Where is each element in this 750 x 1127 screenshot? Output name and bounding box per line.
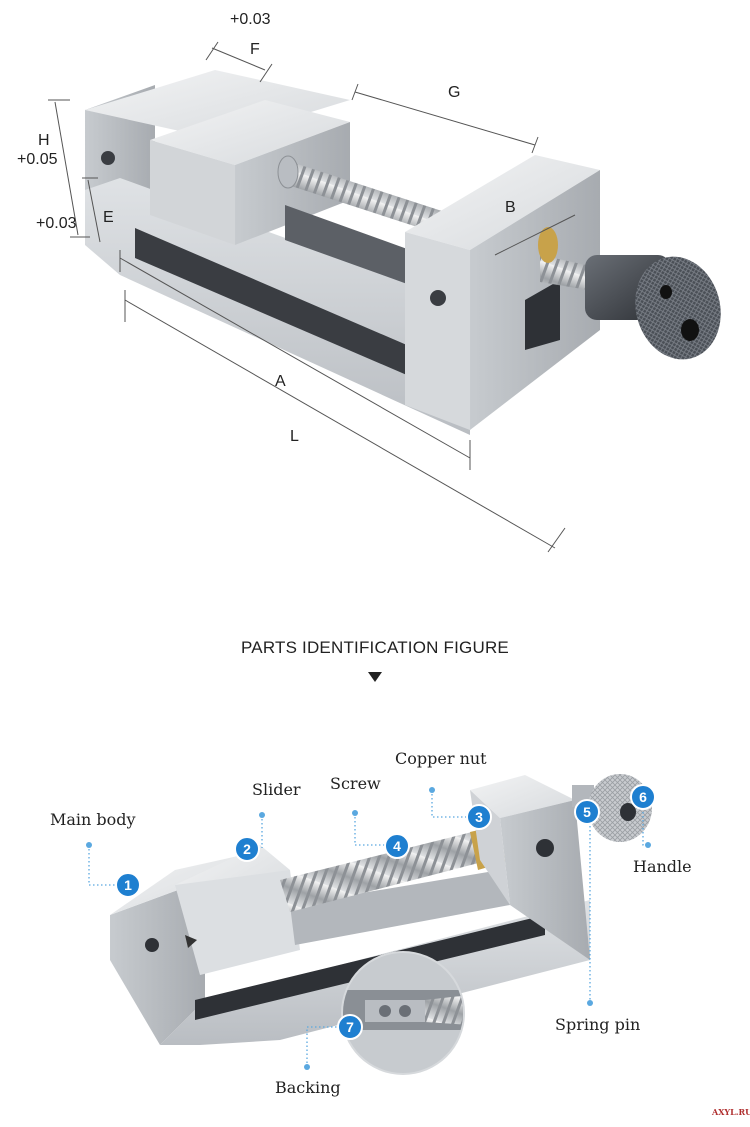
section-title: PARTS IDENTIFICATION FIGURE [241,638,509,657]
label-main-body: Main body [50,810,136,829]
vise-handle [538,227,721,360]
label-copper-nut: Copper nut [395,749,487,768]
vise-parts-illustration [110,774,652,1075]
rail-floor [290,870,510,945]
dim-h-label: H [38,132,50,149]
svg-text:2: 2 [243,841,251,857]
vise-fixed-jaw-right-top [405,155,600,250]
part-badge-6: 6 [630,784,656,810]
dimension-lines [48,41,576,553]
label-handle: Handle [633,857,692,876]
vise-slot [135,228,430,385]
backing-magnifier-inset [341,951,465,1075]
body-left-end-face [110,880,205,1045]
vise-slider-front [150,140,235,245]
dim-e-label: E [103,209,114,226]
dim-a-label: A [275,373,286,390]
part-badge-5: 5 [574,799,600,825]
part-badge-2: 2 [234,836,260,862]
svg-text:4: 4 [393,838,401,854]
dim-l-label: L [290,428,299,445]
vise-fixed-jaw-right-front [405,232,470,430]
leader-endpoints [86,787,651,1070]
svg-text:3: 3 [475,809,483,825]
part-badge-7: 7 [337,1014,363,1040]
part-badge-3: 3 [466,804,492,830]
vise-mounting-hole-right [430,290,446,306]
watermark-text: AXYL.RU [711,1107,750,1117]
svg-text:6: 6 [639,789,647,805]
svg-text:5: 5 [583,804,591,820]
dim-f-label: F [250,41,260,58]
right-jaw-front [500,800,590,960]
vise-inner-channel [285,205,410,285]
label-backing: Backing [275,1078,341,1097]
dim-h-tolerance: +0.05 [17,151,58,168]
dim-e-tolerance: +0.03 [36,215,77,232]
right-jaw-top [470,775,575,818]
slider-front [175,870,300,975]
part-badge-1: 1 [115,872,141,898]
vise-top-face [85,70,350,140]
svg-text:1: 1 [124,877,132,893]
vise-dimension-illustration [85,70,721,435]
part-badge-4: 4 [384,833,410,859]
vise-jaw-notch [525,280,560,350]
triangle-down-icon [368,672,382,682]
vise-screw [277,155,445,236]
dim-f-tolerance: +0.03 [230,11,271,28]
dim-g-label: G [448,84,460,101]
label-screw: Screw [330,774,381,793]
dim-b-label: B [505,199,516,216]
label-spring-pin: Spring pin [555,1015,640,1034]
slider-face-mark [185,935,197,948]
body-hole [145,938,159,952]
vise-mounting-hole-left [101,151,115,165]
svg-text:7: 7 [346,1019,354,1035]
watermark-box [708,1105,748,1119]
vise-slider-top [150,100,350,165]
label-slider: Slider [252,780,301,799]
right-jaw-hole [536,839,554,857]
